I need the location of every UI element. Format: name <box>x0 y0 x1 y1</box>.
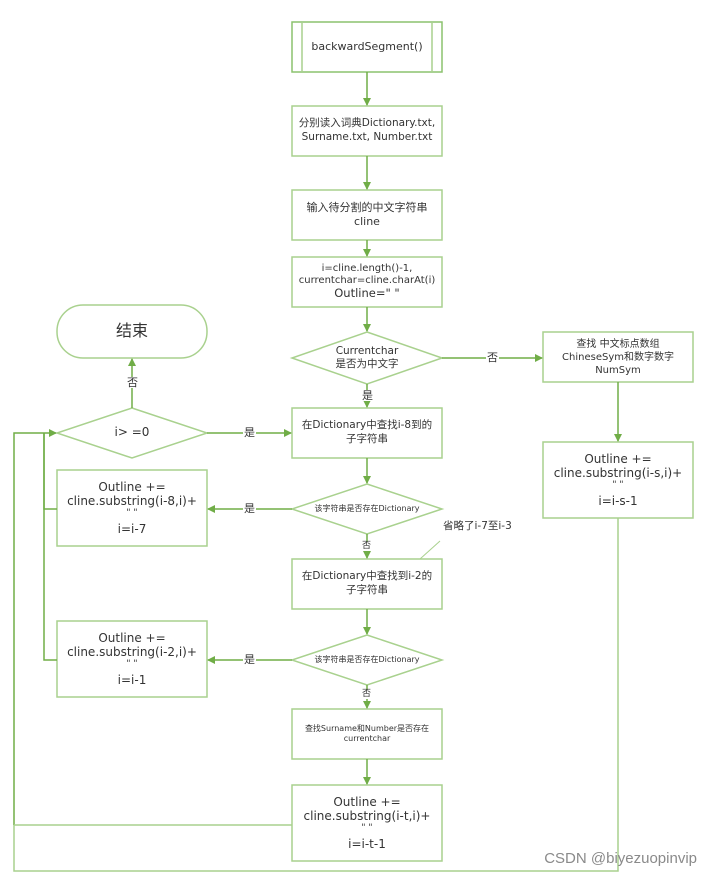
start-node[interactable]: backwardSegment() <box>302 22 432 72</box>
end-label: 结束 <box>115 321 148 341</box>
edge-loop-back-outer <box>13 429 57 825</box>
out-t-line-3: " " <box>361 823 373 834</box>
out-s-line-1: Outline += <box>584 451 652 466</box>
find8-line-2: 子字符串 <box>346 433 388 445</box>
loop-cond-node[interactable]: i> =0 <box>92 423 172 443</box>
find2-line-1: 在Dictionary中查找到i-2的 <box>301 570 433 583</box>
input-line-1: 输入待分割的中文字符串 <box>306 200 428 214</box>
find-sym-line-3: NumSym <box>595 364 641 376</box>
out8-line-3: " " <box>126 508 138 519</box>
find-surname-node[interactable]: 查找Surname和Number是否存在 currentchar <box>292 709 442 759</box>
exists2-node[interactable]: 该字符串是否存在Dictionary <box>302 651 432 669</box>
annotation-leader <box>419 540 441 560</box>
edge-label-yes-chinese: 是 <box>361 389 374 402</box>
find-surname-line-2: currentchar <box>343 734 391 743</box>
out8-node[interactable]: Outline += cline.substring(i-8,i)+ " " i… <box>57 470 207 546</box>
annotation-omitted: 省略了i-7至i-3 <box>442 520 513 532</box>
loop-cond-label: i> =0 <box>114 425 150 440</box>
out2-node[interactable]: Outline += cline.substring(i-2,i)+ " " i… <box>57 621 207 697</box>
input-node[interactable]: 输入待分割的中文字符串 cline <box>292 190 442 240</box>
read-dict-line-2: Surname.txt, Number.txt <box>301 131 433 143</box>
find-sym-line-2: ChineseSym和数字数字 <box>562 351 674 363</box>
init-line-1: i=cline.length()-1, <box>321 263 413 275</box>
edge-loop-back-inner <box>43 433 57 510</box>
input-line-2: cline <box>354 215 380 228</box>
out-t-line-2: cline.substring(i-t,i)+ <box>303 808 431 823</box>
init-line-2: currentchar=cline.charAt(i) <box>298 275 436 287</box>
is-chinese-node[interactable]: Currentchar 是否为中文字 <box>312 340 422 376</box>
edge-label-loop-yes: 是 <box>243 426 256 439</box>
out8-line-4: i=i-7 <box>117 522 147 537</box>
out-t-node[interactable]: Outline += cline.substring(i-t,i)+ " " i… <box>292 785 442 861</box>
edge-label-loop-no: 否 <box>126 376 139 389</box>
init-line-3: Outline=" " <box>334 286 400 301</box>
edge-label-exists8-no: 否 <box>361 541 373 551</box>
is-chinese-line-2: 是否为中文字 <box>335 358 399 370</box>
out2-line-4: i=i-1 <box>117 673 147 688</box>
loop-cond-shape <box>54 407 210 459</box>
exists2-label: 该字符串是否存在Dictionary <box>314 654 420 664</box>
find8-line-1: 在Dictionary中查找i-8到的 <box>301 419 433 432</box>
out-s-line-2: cline.substring(i-s,i)+ <box>553 465 683 480</box>
init-node[interactable]: i=cline.length()-1, currentchar=cline.ch… <box>292 257 442 307</box>
edge-label-no-chinese: 否 <box>486 351 499 364</box>
read-dict-node[interactable]: 分别读入词典Dictionary.txt, Surname.txt, Numbe… <box>292 106 442 156</box>
is-chinese-line-1: Currentchar <box>335 344 399 357</box>
read-dict-line-1: 分别读入词典Dictionary.txt, <box>298 117 436 130</box>
out2-line-1: Outline += <box>98 630 166 645</box>
out-t-shape <box>291 784 443 862</box>
out8-line-1: Outline += <box>98 479 166 494</box>
edge-label-exists2-no: 否 <box>361 689 373 699</box>
out-t-line-1: Outline += <box>333 794 401 809</box>
find8-node[interactable]: 在Dictionary中查找i-8到的 子字符串 <box>292 408 442 458</box>
exists8-label: 该字符串是否存在Dictionary <box>314 503 420 513</box>
out-s-node[interactable]: Outline += cline.substring(i-s,i)+ " " i… <box>543 442 693 518</box>
find-sym-line-1: 查找 中文标点数组 <box>576 338 660 350</box>
out-t-line-4: i=i-t-1 <box>348 837 386 852</box>
watermark: CSDN @biyezuopinvip <box>544 850 697 867</box>
edge-label-exists2-yes: 是 <box>243 653 256 666</box>
find2-node[interactable]: 在Dictionary中查找到i-2的 子字符串 <box>292 559 442 609</box>
out2-line-2: cline.substring(i-2,i)+ <box>67 644 197 659</box>
exists8-node[interactable]: 该字符串是否存在Dictionary <box>302 500 432 518</box>
out8-line-2: cline.substring(i-8,i)+ <box>67 493 197 508</box>
out-s-line-3: " " <box>612 480 624 491</box>
out2-line-3: " " <box>126 659 138 670</box>
edge-label-exists8-yes: 是 <box>243 502 256 515</box>
edge-loop-back-inner2 <box>43 433 57 661</box>
out-s-line-4: i=i-s-1 <box>598 494 638 509</box>
find-surname-line-1: 查找Surname和Number是否存在 <box>304 723 430 733</box>
edge-outs-back <box>13 518 619 872</box>
find-sym-node[interactable]: 查找 中文标点数组 ChineseSym和数字数字 NumSym <box>543 332 693 382</box>
start-node-label: backwardSegment() <box>311 39 423 53</box>
find2-line-2: 子字符串 <box>346 584 388 596</box>
end-node[interactable]: 结束 <box>57 305 207 358</box>
